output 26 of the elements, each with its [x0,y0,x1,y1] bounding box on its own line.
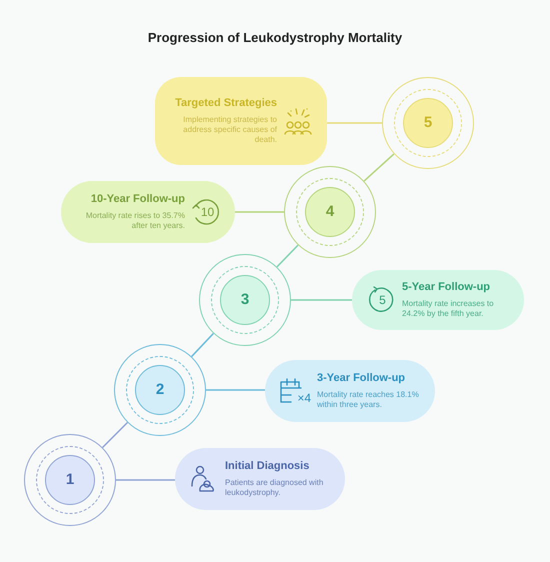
card-description: Mortality rate rises to 35.7% after ten years. [84,211,185,231]
card-description: Mortality rate increases to 24.2% by the fifth year. [402,299,495,319]
card-description: Mortality rate reaches 18.1% within three years. [317,390,420,410]
diagram-title: Progression of Leukodystrophy Mortality [146,29,404,47]
card-description: Patients are diagnosed with leukodystrophy. [225,478,324,498]
connector-line [291,299,352,301]
connector-line [191,332,214,358]
step-number: 4 [326,202,334,222]
connector-line [327,122,382,124]
card-heading: Targeted Strategies [175,97,277,110]
connector-line [102,422,128,448]
card-heading: 5-Year Follow-up [402,281,490,294]
connector-line [276,244,299,268]
connector-line [206,389,265,391]
step-number: 2 [156,380,164,400]
connector-line [116,479,175,481]
step-number: 5 [424,112,432,133]
card-heading: 3-Year Follow-up [317,372,406,385]
step-number: 3 [240,290,250,310]
card-heading: Initial Diagnosis [225,460,310,473]
connector-line [235,211,284,213]
card-description: Implementing strategies to address specific causes of death. [182,115,277,145]
step-card [155,77,327,165]
card-heading: 10-Year Follow-up [90,193,185,206]
connector-line [364,153,394,182]
step-number: 1 [66,470,74,490]
